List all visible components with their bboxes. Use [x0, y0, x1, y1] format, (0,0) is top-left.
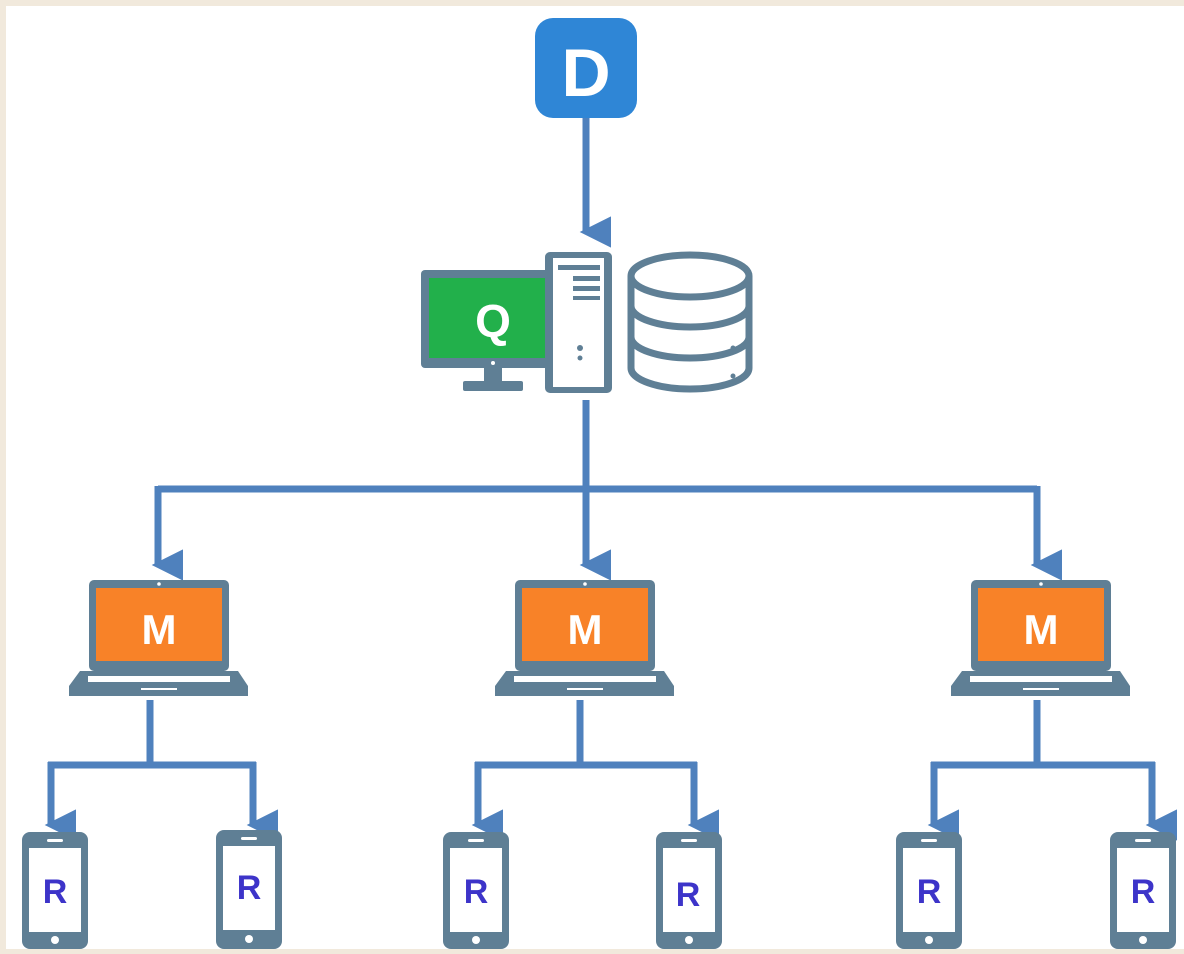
- server-node-label: Q: [475, 295, 511, 347]
- connectors: [44, 118, 1178, 841]
- leaf-node-label: R: [237, 869, 262, 907]
- laptop-icon: [951, 580, 1130, 696]
- leaf-node-label: R: [464, 873, 489, 911]
- middle-node-label: M: [142, 606, 177, 653]
- middle-node-label: M: [568, 606, 603, 653]
- smartphone-icon: [896, 832, 962, 949]
- middle-node-label: M: [1024, 606, 1059, 653]
- smartphone-icon: [216, 830, 282, 949]
- smartphone-icon: [656, 832, 722, 949]
- laptop-icon: [69, 580, 248, 696]
- leaf-node-1: R: [22, 832, 88, 949]
- smartphone-icon: [1110, 832, 1176, 949]
- laptop-icon: [495, 580, 674, 696]
- leaf-node-label: R: [917, 873, 942, 911]
- diagram-background: [6, 6, 1184, 949]
- smartphone-icon: [443, 832, 509, 949]
- desktop-monitor-icon: Q: [421, 270, 566, 391]
- leaf-node-5: R: [896, 832, 962, 949]
- leaf-node-4: R: [656, 832, 722, 949]
- middle-node-3: M: [951, 580, 1130, 696]
- leaf-node-3: R: [443, 832, 509, 949]
- leaf-node-6: R: [1110, 832, 1176, 949]
- middle-node-2: M: [495, 580, 674, 696]
- middle-node-1: M: [69, 580, 248, 696]
- server-node: Q: [421, 251, 753, 393]
- top-node-label: D: [561, 35, 610, 111]
- server-tower-icon: [545, 252, 612, 393]
- database-icon: [627, 251, 753, 393]
- server-screen: [429, 278, 558, 358]
- top-node-badge: [535, 18, 637, 118]
- top-node: D: [535, 18, 637, 118]
- smartphone-icon: [22, 832, 88, 949]
- leaf-node-label: R: [1131, 873, 1156, 911]
- leaf-node-label: R: [43, 873, 68, 911]
- leaf-node-2: R: [216, 830, 282, 949]
- leaf-node-label: R: [676, 876, 701, 914]
